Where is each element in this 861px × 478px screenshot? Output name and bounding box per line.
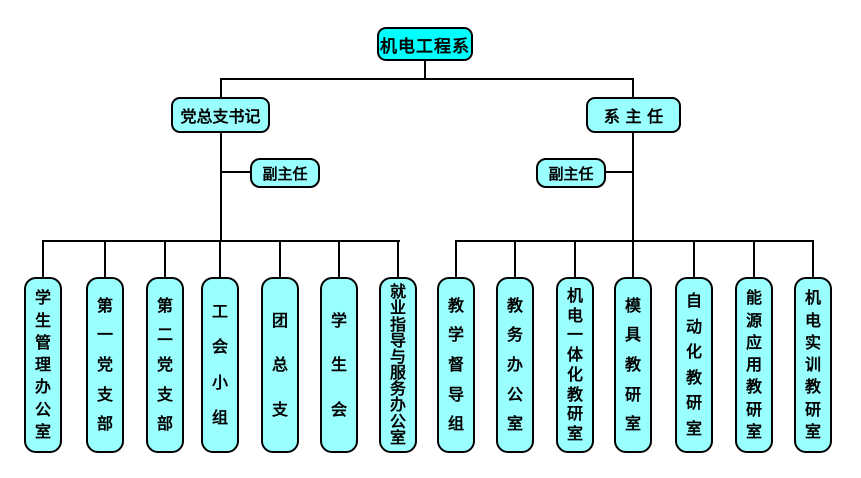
connector-root-drop <box>424 61 426 79</box>
org-node-left-child-5: 团总支 <box>261 277 299 453</box>
connector-right-child-drop-2 <box>514 242 516 277</box>
org-node-left-child-7: 就业指导与服务办公室 <box>379 277 417 453</box>
connector-right-trunk <box>632 131 634 242</box>
org-node-right-child-4: 模具教研室 <box>614 277 652 453</box>
org-node-deputy-right: 副主任 <box>536 158 606 188</box>
org-node-left-child-2: 第一党支部 <box>86 277 124 453</box>
connector-main-horizontal <box>220 78 634 80</box>
connector-right-children-horizontal <box>455 240 814 242</box>
org-node-right-child-7: 机电实训教研室 <box>794 277 832 453</box>
connector-right-child-drop-6 <box>753 242 755 277</box>
org-node-right-child-5: 自动化教研室 <box>675 277 713 453</box>
org-node-root: 机电工程系 <box>377 27 473 61</box>
org-node-right-child-2: 教务办公室 <box>496 277 534 453</box>
connector-left-child-drop-7 <box>397 242 399 277</box>
connector-right-child-drop-7 <box>812 242 814 277</box>
connector-left-trunk <box>220 131 222 242</box>
connector-right-child-drop-4 <box>632 242 634 277</box>
connector-right-child-drop-5 <box>693 242 695 277</box>
org-node-right-child-6: 能源应用教研室 <box>735 277 773 453</box>
connector-left-child-drop-2 <box>104 242 106 277</box>
org-node-right-child-1: 教学督导组 <box>437 277 475 453</box>
connector-right-child-drop-1 <box>455 242 457 277</box>
connector-right-head-drop <box>632 78 634 98</box>
org-node-left-child-1: 学生管理办公室 <box>24 277 62 453</box>
connector-left-children-horizontal <box>42 240 400 242</box>
org-node-department-head: 系 主 任 <box>586 97 681 133</box>
org-node-left-child-6: 学生会 <box>320 277 358 453</box>
connector-left-child-drop-3 <box>164 242 166 277</box>
org-node-party-branch-secretary: 党总支书记 <box>171 97 270 133</box>
org-node-left-child-3: 第二党支部 <box>146 277 184 453</box>
connector-left-child-drop-4 <box>219 242 221 277</box>
connector-left-head-drop <box>220 78 222 98</box>
connector-right-child-drop-3 <box>574 242 576 277</box>
connector-right-deputy-stub <box>606 171 632 173</box>
org-node-right-child-3: 机电一体化教研室 <box>556 277 594 453</box>
org-node-left-child-4: 工会小组 <box>201 277 239 453</box>
org-node-deputy-left: 副主任 <box>250 158 320 188</box>
connector-left-child-drop-5 <box>279 242 281 277</box>
connector-left-deputy-stub <box>222 171 250 173</box>
connector-left-child-drop-6 <box>338 242 340 277</box>
connector-left-child-drop-1 <box>42 242 44 277</box>
